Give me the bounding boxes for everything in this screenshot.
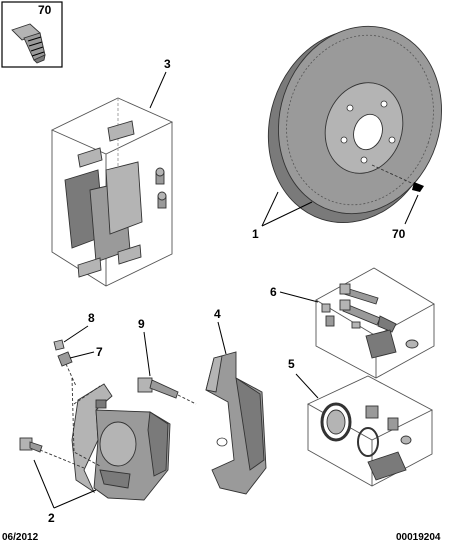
bracket-bolt [137,377,197,405]
screw-icon [11,23,46,64]
callout-4: 4 [214,307,221,321]
caliper-bolt [19,437,85,469]
seals [320,402,412,481]
brake-caliper [71,383,171,501]
caliper-bracket [205,351,267,495]
bleed-cap [53,339,65,351]
callout-8: 8 [88,311,95,325]
callout-3: 3 [164,57,171,71]
footer-date: 06/2012 [2,532,39,543]
slide-pins [321,283,419,359]
callout-7: 7 [96,345,103,359]
footer-reference: 00019204 [396,532,441,543]
caliper-assembly-lines [71,377,101,467]
callout-5: 5 [288,357,295,371]
disc-screw-70 [371,164,424,192]
callout-1: 1 [252,227,259,241]
callout-9: 9 [138,317,145,331]
callout-6: 6 [270,285,277,299]
callout-70-disc: 70 [392,227,406,241]
screw-detail-box: 70 [1,1,63,68]
bleed-screw [57,351,77,387]
callout-2: 2 [48,511,55,525]
brake-disc [267,25,443,224]
brake-pads [64,120,167,278]
callout-70-screw-box: 70 [38,3,52,17]
